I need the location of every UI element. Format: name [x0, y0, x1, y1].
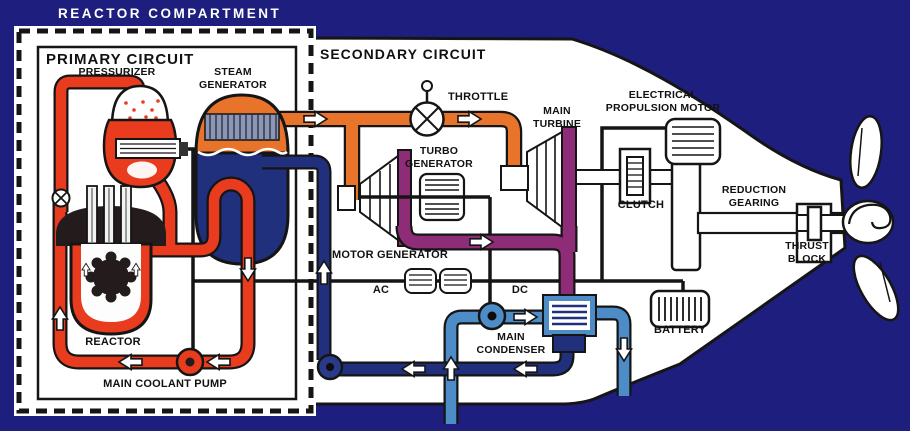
- main-condenser: [542, 294, 597, 353]
- secondary-circuit-label: SECONDARY CIRCUIT: [320, 46, 487, 62]
- thrust-block-label: THRUST BLOCK: [785, 240, 829, 265]
- electrical-propulsion-motor: [664, 117, 722, 166]
- main-condenser-label: MAIN CONDENSER: [476, 331, 546, 356]
- main-coolant-pump-hub: [185, 357, 195, 367]
- thrust-block: [795, 202, 847, 264]
- primary-circuit-label: PRIMARY CIRCUIT: [46, 51, 195, 68]
- throttle-label: THROTTLE: [448, 91, 509, 103]
- main-turbine-label: MAIN TURBINE: [532, 105, 582, 130]
- reactor-vessel: [56, 185, 166, 336]
- steam-generator-label: STEAM GENERATOR: [199, 66, 267, 91]
- ac-label: AC: [372, 284, 390, 296]
- battery: [649, 289, 711, 329]
- pressurizer: [102, 84, 188, 189]
- pressurizer-label: PRESSURIZER: [78, 66, 156, 78]
- steam-generator-dome: [194, 93, 290, 157]
- turbo-generator-label: TURBO GENERATOR: [405, 145, 473, 170]
- clutch: [618, 147, 652, 205]
- control-rods: [86, 185, 132, 245]
- diagram-title: REACTOR COMPARTMENT: [58, 6, 282, 21]
- turbine-inlet-boxes: [337, 165, 529, 211]
- motor-generator-label: MOTOR GENERATOR: [331, 249, 449, 261]
- reactor-label: REACTOR: [85, 336, 141, 348]
- dc-label: DC: [511, 284, 529, 296]
- battery-label: BATTERY: [653, 324, 707, 336]
- steam-dryer-band: [204, 113, 280, 141]
- condenser-hotwell: [552, 334, 586, 353]
- circulating-pump-hub: [487, 311, 497, 321]
- electrical-propulsion-motor-label: ELECTRICAL PROPULSION MOTOR: [605, 89, 721, 114]
- propeller: [841, 115, 900, 322]
- reactor-core: [85, 251, 137, 303]
- feed-pump-hub: [326, 363, 334, 371]
- reduction-gearing-label: REDUCTION GEARING: [721, 184, 787, 209]
- pressurizer-spray-valve: [51, 188, 71, 208]
- clutch-label: CLUTCH: [617, 199, 665, 211]
- turbo-generator: [354, 149, 490, 247]
- motor-generator: [404, 268, 472, 294]
- throttle-valve: [409, 80, 445, 137]
- main-coolant-pump-label: MAIN COOLANT PUMP: [103, 378, 227, 390]
